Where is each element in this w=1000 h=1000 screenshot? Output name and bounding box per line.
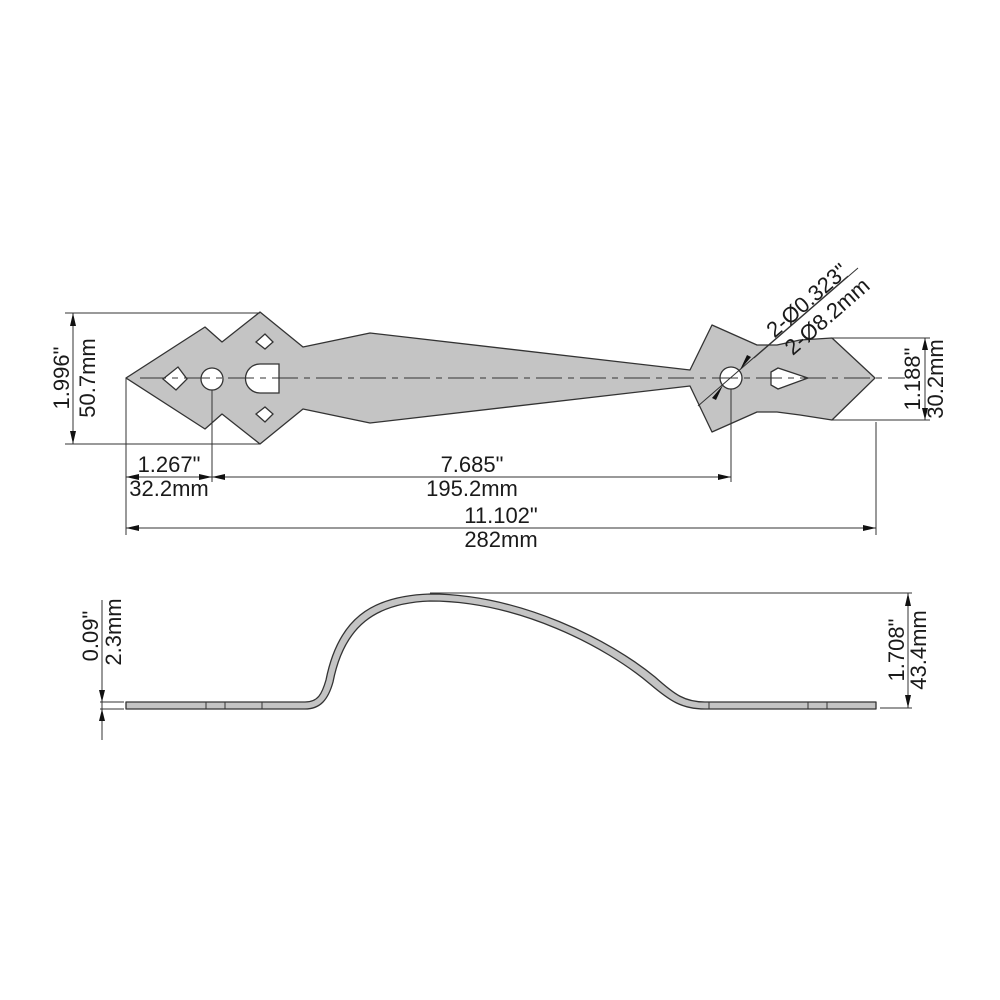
handle-profile <box>125 593 877 710</box>
side-height-mm: 43.4mm <box>906 610 931 689</box>
thickness-mm: 2.3mm <box>101 598 126 665</box>
bottom-small-diamond <box>254 406 274 423</box>
overall-length-mm: 282mm <box>464 527 537 552</box>
overall-height-inch: 1.996" <box>49 347 74 410</box>
side-height-inch: 1.708" <box>884 619 909 682</box>
overall-length-inch: 11.102" <box>464 503 537 528</box>
hole-spacing-inch: 7.685" <box>441 452 504 477</box>
top-view: 1.996" 50.7mm 1.188" 30.2mm 2-Ø0.323" 2-… <box>49 258 948 552</box>
tip-to-hole-mm: 32.2mm <box>129 476 208 501</box>
top-small-diamond <box>254 333 274 350</box>
side-view: 0.09" 2.3mm 1.708" 43.4mm <box>78 592 931 740</box>
tip-to-hole-inch: 1.267" <box>138 452 201 477</box>
left-mounting-hole <box>200 367 224 391</box>
end-height-inch: 1.188" <box>900 348 925 411</box>
end-height-mm: 30.2mm <box>923 339 948 418</box>
overall-height-mm: 50.7mm <box>75 338 100 417</box>
hole-spacing-mm: 195.2mm <box>426 476 518 501</box>
thickness-inch: 0.09" <box>78 611 103 662</box>
